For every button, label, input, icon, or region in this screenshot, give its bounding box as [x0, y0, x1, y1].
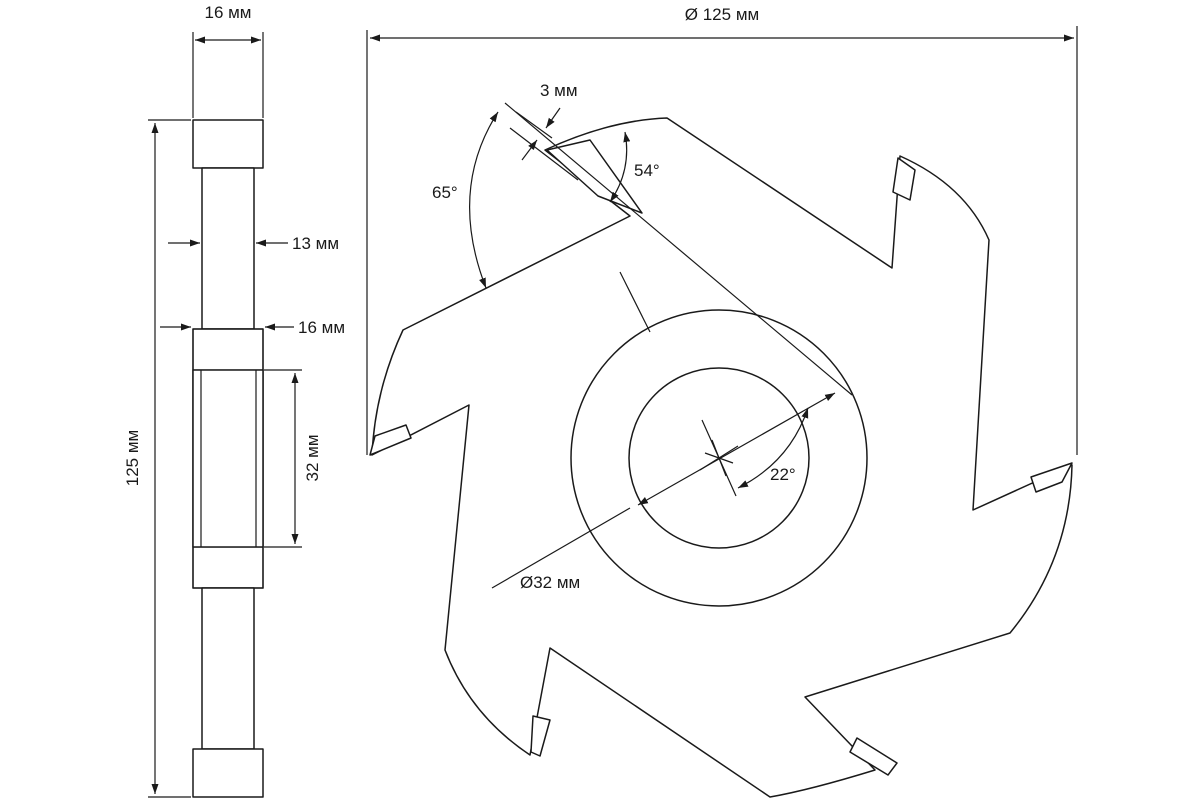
side-bottom-tip — [192, 748, 264, 798]
cutter-outline — [371, 117, 1073, 798]
hub-outer-ring — [570, 309, 868, 607]
hub-width-label: 16 мм — [298, 318, 345, 337]
bore-label: 32 мм — [303, 434, 322, 481]
tip-left — [369, 424, 412, 456]
side-body-top — [201, 167, 255, 330]
tip-bottom — [530, 715, 551, 757]
side-width-label: 16 мм — [204, 3, 251, 22]
tip-lower-right — [849, 737, 898, 776]
outer-diameter-label: Ø 125 мм — [685, 5, 759, 24]
clearance-angle-label: 54° — [634, 161, 660, 180]
offset-angle-label: 22° — [770, 465, 796, 484]
side-height-label: 125 мм — [123, 430, 142, 486]
tip-upper-right — [892, 157, 916, 201]
side-view: 16 мм 125 мм 13 мм 16 мм 32 мм — [123, 3, 345, 798]
side-top-tip — [192, 119, 264, 169]
tooth-thickness-label: 3 мм — [540, 81, 578, 100]
side-bore — [192, 369, 264, 548]
body-thickness-label: 13 мм — [292, 234, 339, 253]
side-body-bottom — [201, 587, 255, 750]
tip-right — [1030, 462, 1073, 493]
bore-diameter-label: Ø32 мм — [520, 573, 580, 592]
rake-angle-label: 65° — [432, 183, 458, 202]
front-view: Ø 125 мм Ø32 мм 22° 65° — [366, 5, 1078, 798]
